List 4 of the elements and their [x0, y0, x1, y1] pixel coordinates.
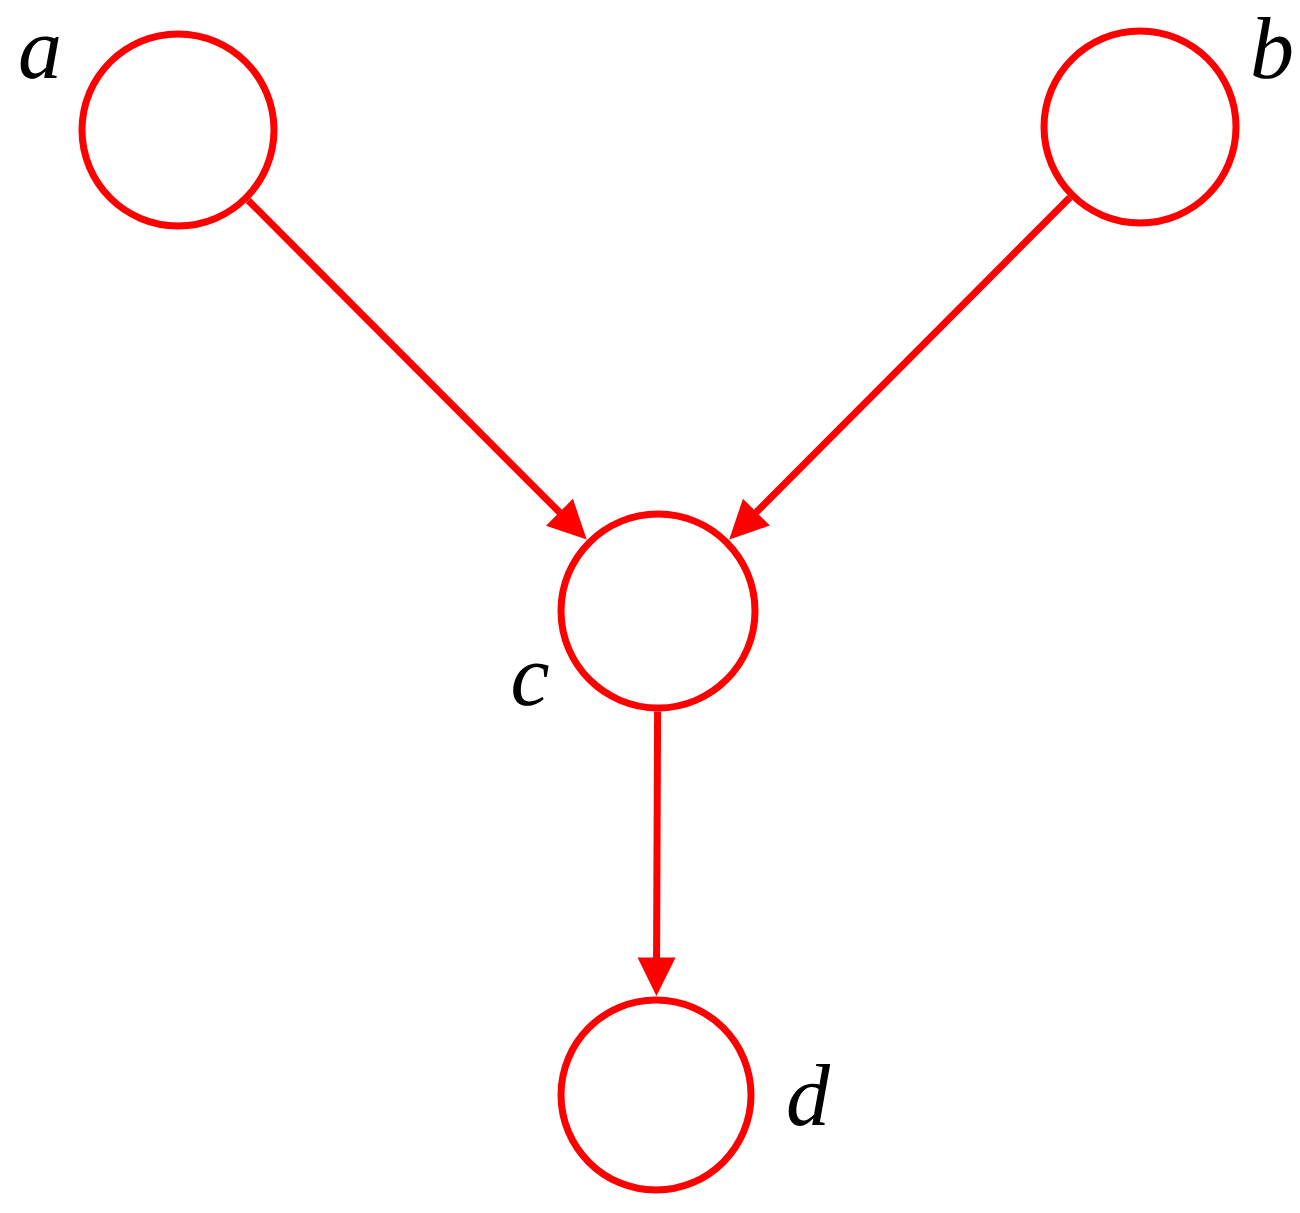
- node-label: d: [788, 1064, 831, 1126]
- node-label: b: [1253, 17, 1292, 79]
- node-label: c: [513, 663, 549, 706]
- node-label: a: [20, 36, 59, 79]
